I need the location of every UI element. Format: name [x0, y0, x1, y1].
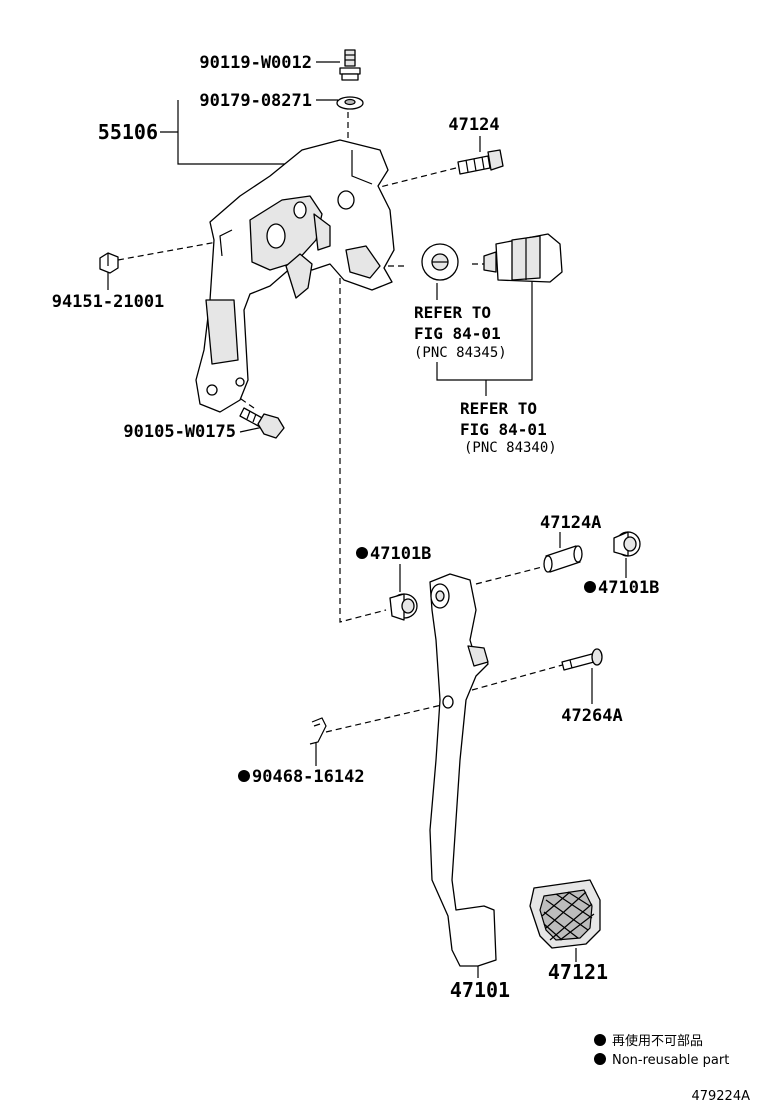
pin-drawing [561, 648, 603, 671]
refer-1-line1: REFER TO [414, 303, 491, 322]
bushing-right-drawing [613, 531, 641, 557]
clip-drawing [309, 717, 327, 745]
refer-block-2: REFER TO FIG 84-01 (PNC 84340) [460, 399, 557, 456]
legend: 再使用不可部品 Non-reusable part [594, 1033, 729, 1068]
label-bracket: 55106 [98, 120, 158, 144]
pedal-pad-drawing [529, 879, 601, 949]
label-collar: 47124A [540, 513, 601, 533]
label-bolt-bottom: 90105-W0175 [123, 422, 236, 442]
refer-1-pnc: (PNC 84345) [414, 345, 507, 361]
bolt-top-drawing [339, 49, 361, 81]
non-reusable-dot-1 [356, 547, 368, 559]
nut-drawing [99, 252, 119, 274]
label-pad: 47121 [548, 960, 608, 984]
label-bolt-right: 47124 [448, 115, 499, 135]
refer-2-pnc: (PNC 84340) [464, 440, 557, 456]
non-reusable-dot-3 [238, 770, 250, 782]
label-nut: 94151-21001 [52, 292, 165, 312]
bushing-left-drawing [389, 593, 418, 621]
label-bolt-top: 90119-W0012 [199, 53, 312, 73]
bolt-right-drawing [457, 149, 504, 175]
label-pedal: 47101 [450, 978, 510, 1002]
bolt-bottom-drawing [239, 407, 285, 439]
stop-lamp-switch-drawing [483, 233, 563, 283]
washer-drawing [336, 96, 364, 110]
collar-drawing [543, 545, 583, 573]
label-clip: 90468-16142 [252, 767, 365, 787]
bracket-drawing [195, 139, 395, 413]
pedal-drawing [429, 573, 497, 967]
legend-jp: 再使用不可部品 [612, 1033, 703, 1049]
label-bushing-right: 47101B [598, 578, 659, 598]
refer-1-line2: FIG 84-01 [414, 324, 501, 343]
figure-id: 479224A [691, 1089, 750, 1104]
non-reusable-dot-2 [584, 581, 596, 593]
label-bushing-left: 47101B [370, 544, 431, 564]
refer-block-1: REFER TO FIG 84-01 (PNC 84345) [414, 303, 507, 361]
switch-clip-drawing [421, 243, 459, 281]
legend-dot-en [594, 1053, 606, 1065]
refer-2-line1: REFER TO [460, 399, 537, 418]
leader-lines [107, 61, 627, 978]
legend-en: Non-reusable part [612, 1053, 729, 1068]
label-washer: 90179-08271 [199, 91, 312, 111]
refer-2-line2: FIG 84-01 [460, 420, 547, 439]
label-pin: 47264A [561, 706, 622, 726]
legend-dot-jp [594, 1034, 606, 1046]
